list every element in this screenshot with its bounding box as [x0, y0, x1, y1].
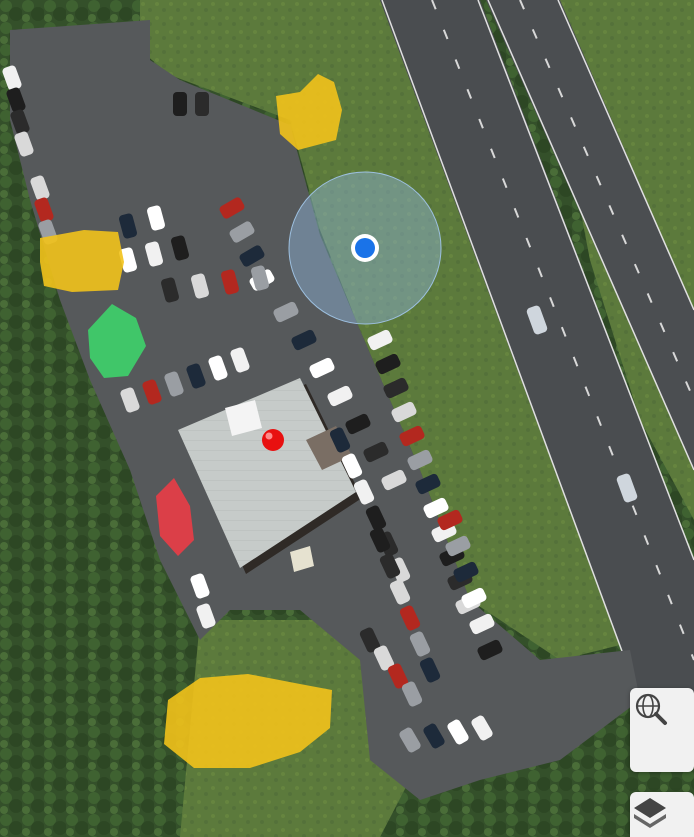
parked-car: [208, 355, 228, 381]
parked-car: [186, 363, 206, 389]
parked-car: [164, 371, 184, 397]
parked-car: [407, 449, 433, 471]
parked-car: [401, 681, 423, 707]
parked-car: [363, 441, 389, 463]
annotation-yellow-bottom[interactable]: [164, 674, 332, 768]
parked-car: [375, 353, 401, 375]
parked-car: [423, 497, 449, 519]
parked-car: [445, 535, 471, 557]
parked-car: [471, 715, 493, 741]
annotation-yellow-top[interactable]: [276, 74, 342, 150]
parked-car: [161, 277, 179, 303]
parked-car: [120, 387, 140, 413]
layers-button[interactable]: [630, 792, 694, 837]
globe-search-icon: [635, 693, 667, 725]
parked-car: [251, 265, 269, 291]
parked-car: [399, 605, 421, 631]
layers-icon: [634, 798, 666, 828]
highway-cars: [526, 305, 638, 503]
parked-car: [453, 561, 479, 583]
parked-car: [195, 92, 209, 116]
lane-markings: [431, 0, 694, 661]
globe-search-button[interactable]: [630, 688, 694, 772]
parked-car: [437, 509, 463, 531]
parked-car: [34, 197, 54, 223]
parked-car: [10, 109, 30, 135]
parked-car: [147, 205, 165, 231]
parked-car: [389, 579, 411, 605]
grass-field-upper: [140, 0, 640, 660]
parked-car: [469, 613, 495, 635]
parked-car: [2, 65, 22, 91]
parked-car: [365, 505, 387, 531]
parked-car: [119, 213, 137, 239]
parked-car: [369, 527, 391, 553]
parked-cars: [2, 65, 503, 753]
current-location-dot[interactable]: [351, 234, 379, 262]
parked-car: [191, 273, 209, 299]
parked-car: [327, 385, 353, 407]
parked-car: [219, 197, 245, 219]
parked-car: [373, 645, 395, 671]
parked-car: [359, 627, 381, 653]
parked-car: [415, 473, 441, 495]
parked-car: [477, 639, 503, 661]
parked-car: [196, 603, 216, 629]
parked-car: [345, 413, 371, 435]
parked-car: [229, 221, 255, 243]
parked-car: [341, 453, 363, 479]
parked-car: [387, 663, 409, 689]
parked-car: [142, 379, 162, 405]
parked-car: [391, 401, 417, 423]
parked-car: [119, 247, 137, 273]
highway-southbound: [380, 0, 694, 700]
parked-car: [381, 469, 407, 491]
parked-car: [221, 269, 239, 295]
building: [178, 378, 362, 574]
annotation-green-left[interactable]: [88, 304, 146, 378]
annotation-yellow-left[interactable]: [40, 230, 124, 292]
parked-car: [145, 241, 163, 267]
parked-car: [423, 723, 445, 749]
parked-car: [14, 131, 34, 157]
parked-car: [379, 553, 401, 579]
parked-car: [367, 329, 393, 351]
parked-car: [230, 347, 250, 373]
parked-car: [239, 245, 265, 267]
parked-car: [190, 573, 210, 599]
parked-car: [419, 657, 441, 683]
parked-car: [6, 87, 26, 113]
parked-car: [273, 301, 299, 323]
map-pin-icon[interactable]: [262, 429, 284, 451]
parked-car: [171, 235, 189, 261]
parked-car: [461, 587, 487, 609]
parked-car: [329, 427, 351, 453]
parked-car: [309, 357, 335, 379]
annotation-red-left[interactable]: [156, 478, 194, 556]
parked-car: [353, 479, 375, 505]
parked-car: [291, 329, 317, 351]
parked-car: [383, 377, 409, 399]
parked-car: [447, 719, 469, 745]
parked-car: [409, 631, 431, 657]
parked-car: [399, 425, 425, 447]
road-edges: [381, 0, 694, 701]
parking-lot: [10, 20, 640, 800]
parked-car: [399, 727, 421, 753]
parked-car: [30, 175, 50, 201]
parked-car: [173, 92, 187, 116]
